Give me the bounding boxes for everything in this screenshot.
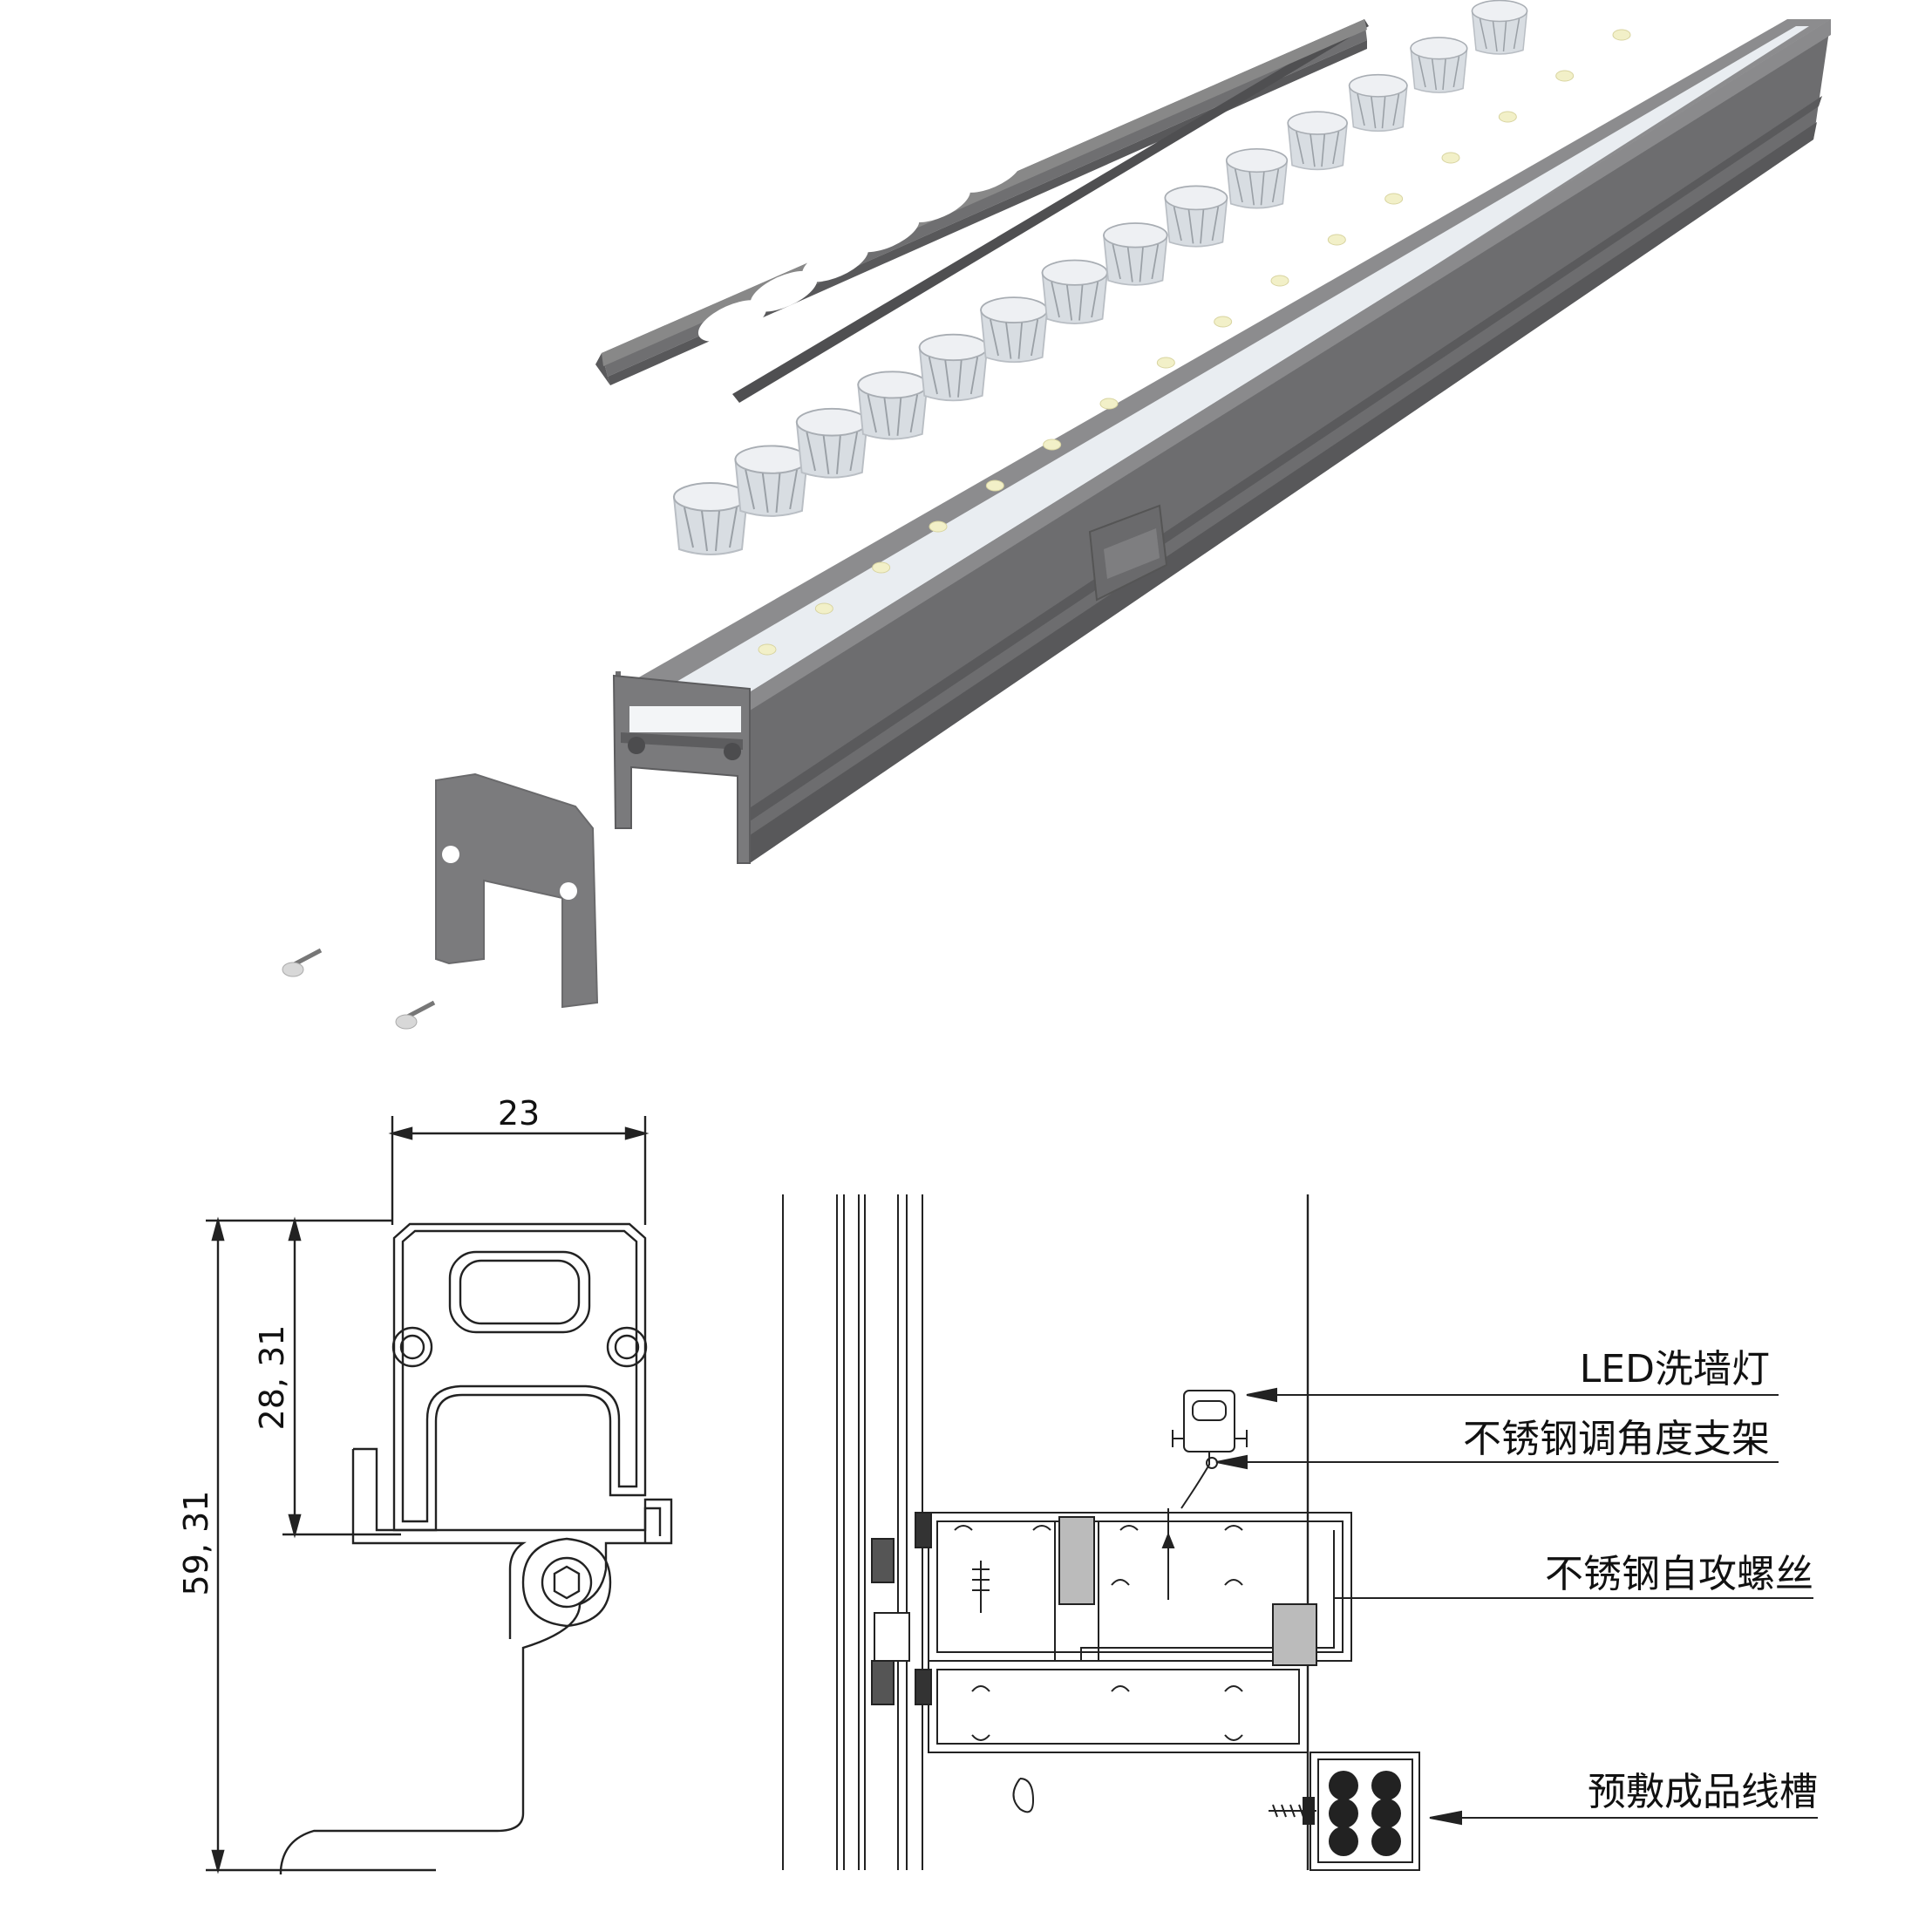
led-dot-icon — [985, 480, 1004, 492]
lens-icon — [1225, 147, 1289, 209]
cable-icon — [1371, 1827, 1401, 1856]
callout-angle-bracket: 不锈钢调角度支架 — [1463, 1417, 1770, 1461]
led-dot-icon — [1099, 398, 1119, 410]
cover-hole — [1165, 37, 1226, 74]
lens-icon — [857, 371, 929, 440]
exploded-view — [282, 0, 1831, 1030]
cover-hole — [957, 154, 1022, 193]
dimension-width: 23 — [498, 1094, 540, 1133]
lens-icon — [918, 333, 989, 402]
led-dot-icon — [1555, 70, 1575, 82]
led-dot-icon — [1384, 193, 1404, 205]
callout-cable-trunking: 预敷成品线槽 — [1588, 1770, 1818, 1814]
lens-icon — [1410, 37, 1468, 93]
lens-icon — [1287, 111, 1348, 171]
lens-icon — [672, 482, 749, 555]
dimension-total-height: 59, 31 — [177, 1491, 215, 1596]
callout-self-tapping-screw: 不锈钢自攻螺丝 — [1545, 1552, 1813, 1596]
led-dot-icon — [872, 561, 891, 574]
led-dot-icon — [814, 602, 833, 615]
led-dot-icon — [1441, 152, 1460, 164]
screw-icon — [282, 948, 436, 1030]
lens-icon — [795, 407, 868, 479]
led-dot-icon — [758, 643, 777, 656]
cover-hole — [802, 242, 868, 282]
lens-row — [672, 0, 1528, 555]
cover-hole — [1217, 8, 1276, 44]
lens-icon — [1348, 73, 1408, 133]
lens-icon — [1471, 0, 1528, 55]
cable-icon — [1329, 1771, 1358, 1800]
cover-hole — [1113, 66, 1174, 104]
cover-hole — [697, 300, 767, 342]
installation-section — [782, 1194, 1818, 1871]
profile-drawing — [206, 1116, 673, 1874]
led-dot-icon — [1612, 29, 1631, 41]
profile-body — [612, 19, 1831, 864]
led-dot-icon — [929, 520, 948, 533]
cable-icon — [1371, 1799, 1401, 1828]
cable-icon — [1371, 1771, 1401, 1800]
cover-hole — [750, 270, 818, 312]
lens-icon — [980, 296, 1049, 364]
led-dot-icon — [1214, 316, 1233, 328]
cover-hole — [906, 183, 970, 223]
cover-hole — [1010, 125, 1072, 163]
lens-icon — [1164, 185, 1228, 248]
end-cap-icon — [435, 772, 599, 1009]
cable-icon — [1329, 1799, 1358, 1828]
led-dot-icon — [1498, 111, 1517, 123]
lens-icon — [734, 445, 808, 517]
led-dot-icon — [1270, 275, 1289, 287]
led-strip — [758, 29, 1631, 656]
led-dot-icon — [1043, 439, 1062, 451]
cover-hole — [1061, 96, 1124, 133]
cable-icon — [1329, 1827, 1358, 1856]
cover-hole — [854, 212, 920, 253]
lens-icon — [1103, 222, 1168, 286]
led-dot-icon — [1156, 357, 1175, 369]
led-dot-icon — [1327, 234, 1346, 246]
cover-plate-icon — [595, 8, 1369, 403]
cable-bundle — [1329, 1771, 1401, 1856]
callout-led-wall-washer: LED洗墙灯 — [1580, 1347, 1770, 1391]
lens-icon — [1041, 259, 1108, 324]
dimension-upper-height: 28, 31 — [253, 1325, 291, 1431]
